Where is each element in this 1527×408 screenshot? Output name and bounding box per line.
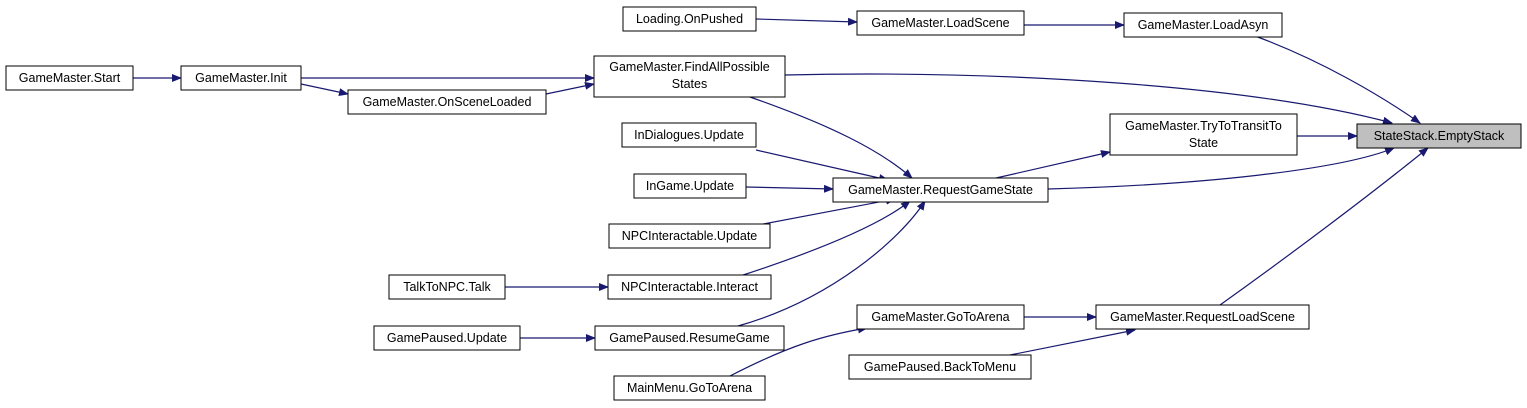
node-gamemaster-gotoarena[interactable]: GameMaster.GoToArena (856, 304, 1025, 330)
node-statestack-emptystack[interactable]: StateStack.EmptyStack (1356, 123, 1522, 149)
edge-load-asyn-to-root (1254, 35, 1421, 124)
node-label: Loading.OnPushed (636, 12, 743, 26)
node-label: GamePaused.Update (387, 331, 507, 345)
edge-npc-update-to-request-game-state (757, 196, 896, 226)
node-gamepaused-resumegame[interactable]: GamePaused.ResumeGame (594, 325, 785, 351)
node-ingame-update[interactable]: InGame.Update (633, 173, 747, 199)
node-mainmenu-gotoarena[interactable]: MainMenu.GoToArena (613, 375, 766, 401)
node-label: MainMenu.GoToArena (627, 381, 752, 395)
edges (133, 17, 1429, 377)
node-gamemaster-loadscene[interactable]: GameMaster.LoadScene (856, 10, 1025, 36)
node-label: StateStack.EmptyStack (1374, 129, 1505, 143)
edge-on-scene-loaded-to-find-all-states (545, 81, 595, 95)
edge-back-to-menu-to-request-load-scene (1004, 327, 1136, 357)
node-gamemaster-requestgamestate[interactable]: GameMaster.RequestGameState (832, 177, 1049, 203)
edge-in-game-to-request-game-state (745, 184, 834, 193)
node-label: NPCInteractable.Update (622, 229, 758, 243)
node-label: GameMaster.LoadAsyn (1138, 18, 1269, 32)
node-label: InDialogues.Update (634, 128, 744, 142)
node-label: GamePaused.BackToMenu (864, 360, 1016, 374)
node-gamemaster-requestloadscene[interactable]: GameMaster.RequestLoadScene (1095, 304, 1310, 330)
node-label: GameMaster.LoadScene (871, 16, 1009, 30)
node-gamemaster-trytotransittostate[interactable]: GameMaster.TryToTransitTo State (1109, 113, 1298, 156)
node-label-line-1: GameMaster.TryToTransitTo (1125, 119, 1282, 133)
edge-request-game-state-to-root (1047, 147, 1395, 190)
edge-npc-interact-to-request-game-state (739, 200, 911, 277)
nodes: StateStack.EmptyStack GameMaster.Start G… (5, 6, 1522, 401)
node-label-line-1: GameMaster.FindAllPossible (609, 60, 770, 74)
node-label: InGame.Update (646, 179, 734, 193)
node-label: GameMaster.Start (19, 71, 121, 85)
node-gamemaster-loadasyn[interactable]: GameMaster.LoadAsyn (1123, 12, 1283, 38)
edge-loading-onpushed-to-load-scene (755, 17, 858, 26)
node-label-line-2: States (672, 77, 707, 91)
node-gamepaused-backtomenu[interactable]: GamePaused.BackToMenu (848, 354, 1032, 380)
edge-request-load-scene-to-root (1219, 147, 1429, 306)
edge-find-all-states-to-root (784, 73, 1393, 125)
node-label-line-2: State (1189, 136, 1218, 150)
edge-in-dialogues-to-request-game-state (755, 149, 889, 182)
node-label: GameMaster.OnSceneLoaded (363, 95, 532, 109)
node-gamemaster-findallpossiblestates[interactable]: GameMaster.FindAllPossible States (593, 55, 786, 98)
node-gamemaster-onsceneloaded[interactable]: GameMaster.OnSceneLoaded (347, 89, 547, 115)
node-npcinteractable-update[interactable]: NPCInteractable.Update (608, 223, 771, 249)
edge-init-to-on-scene-loaded (300, 83, 349, 97)
node-gamemaster-init[interactable]: GameMaster.Init (180, 65, 302, 91)
node-npcinteractable-interact[interactable]: NPCInteractable.Interact (607, 274, 772, 300)
node-label: GameMaster.Init (195, 71, 287, 85)
edge-mainmenu-gotoarena-to-gm-gotoarena (729, 325, 868, 377)
node-label: TalkToNPC.Talk (403, 280, 491, 294)
edge-request-game-state-to-try-transit (995, 150, 1111, 179)
node-loading-onpushed[interactable]: Loading.OnPushed (622, 6, 757, 32)
node-label: GamePaused.ResumeGame (609, 331, 770, 345)
node-label: GameMaster.RequestLoadScene (1110, 310, 1295, 324)
node-label: NPCInteractable.Interact (621, 280, 758, 294)
edge-find-all-states-to-request-game-state (749, 96, 913, 179)
node-gamepaused-update[interactable]: GamePaused.Update (373, 325, 521, 351)
node-indialogues-update[interactable]: InDialogues.Update (621, 122, 757, 148)
edge-resume-game-to-request-game-state (737, 200, 926, 327)
node-talktonpc-talk[interactable]: TalkToNPC.Talk (388, 274, 506, 300)
node-label: GameMaster.RequestGameState (848, 183, 1033, 197)
node-gamemaster-start[interactable]: GameMaster.Start (5, 65, 134, 91)
node-label: GameMaster.GoToArena (871, 310, 1009, 324)
